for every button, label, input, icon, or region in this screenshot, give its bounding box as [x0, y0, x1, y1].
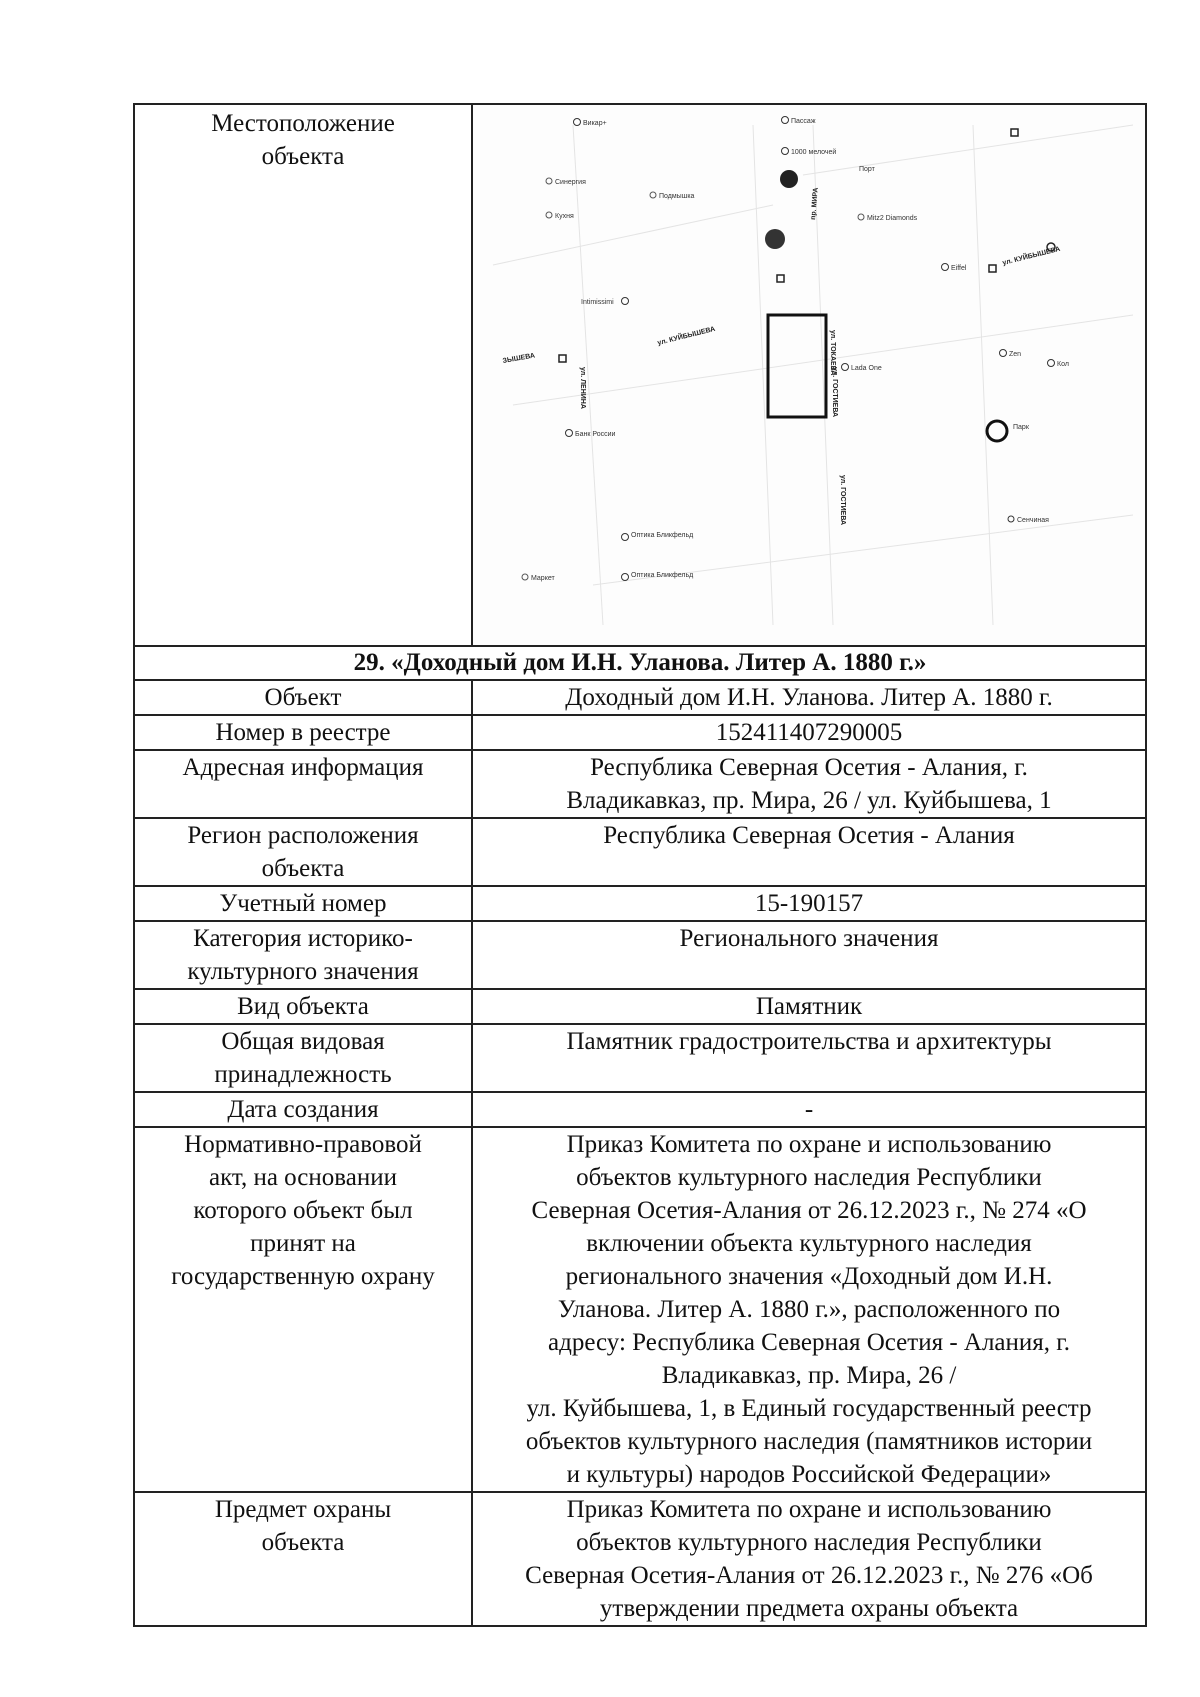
place-label: 1000 мелочей: [791, 148, 836, 156]
row-value: Регионального значения: [679, 925, 939, 952]
row-label: Общая видовая принадлежность: [135, 1025, 473, 1091]
place-label: Оптика Бликфельд: [631, 572, 693, 579]
place-label: Intimissimi: [581, 299, 614, 306]
passport-table: Местоположение объекта ул. КУЙБЫШЕВА ул.…: [133, 103, 1147, 1627]
object-outline: [766, 313, 828, 419]
row-label: Предмет охраны объекта: [135, 1493, 473, 1625]
row-value: Приказ Комитета по охране и использовани…: [525, 1496, 1093, 1622]
table-row: Вид объекта Памятник: [133, 988, 1147, 1023]
place-label: Кол: [1057, 361, 1069, 368]
row-value: Памятник градостроительства и архитектур…: [566, 1028, 1052, 1055]
table-row: Категория историко- культурного значения…: [133, 920, 1147, 988]
street-label: ул. ГОСТИЕВА: [831, 367, 838, 417]
place-label: Банк России: [575, 431, 616, 438]
row-value: Приказ Комитета по охране и использовани…: [525, 1131, 1093, 1488]
row-label: Номер в реестре: [135, 716, 473, 749]
place-label: Подмышка: [659, 193, 695, 200]
place-label: Оптика Бликфельд: [631, 532, 693, 539]
table-row: Объект Доходный дом И.Н. Уланова. Литер …: [133, 679, 1147, 714]
table-row: Предмет охраны объекта Приказ Комитета п…: [133, 1491, 1147, 1627]
place-label: Парк: [1013, 424, 1030, 431]
place-label: Сенчиная: [1017, 517, 1049, 524]
place-label: Пассаж: [791, 118, 816, 125]
map-places: Викар+ Пассаж 1000 мелочей Порт Синергия…: [521, 116, 1069, 582]
place-label: Кухня: [555, 213, 574, 220]
row-label: Регион расположения объекта: [135, 819, 473, 885]
table-row: Номер в реестре 152411407290005: [133, 714, 1147, 749]
row-label: Нормативно-правовой акт, на основании ко…: [135, 1128, 473, 1491]
row-value: 152411407290005: [715, 719, 903, 746]
place-label: Маркет: [531, 575, 555, 582]
street-label: ул. ЛЕНИНА: [579, 367, 586, 409]
row-label: Категория историко- культурного значения: [135, 922, 473, 988]
map-svg: ул. КУЙБЫШЕВА ул. КУЙБЫШЕВА ул. ЛЕНИНА у…: [473, 105, 1145, 645]
section-title-row: 29. «Доходный дом И.Н. Уланова. Литер А.…: [133, 645, 1147, 679]
table-row: Нормативно-правовой акт, на основании ко…: [133, 1126, 1147, 1491]
row-value: Республика Северная Осетия - Алания, г. …: [566, 754, 1052, 814]
place-label: Синергия: [555, 179, 586, 186]
place-label: Lada One: [851, 365, 882, 372]
place-label: Eiffel: [951, 265, 967, 272]
row-label: Адресная информация: [135, 751, 473, 817]
row-value: Республика Северная Осетия - Алания: [603, 822, 1015, 849]
location-map: ул. КУЙБЫШЕВА ул. КУЙБЫШЕВА ул. ЛЕНИНА у…: [473, 105, 1145, 645]
table-row: Дата создания -: [133, 1091, 1147, 1126]
table-row: Общая видовая принадлежность Памятник гр…: [133, 1023, 1147, 1091]
table-row: Учетный номер 15-190157: [133, 885, 1147, 920]
place-label: Порт: [859, 166, 876, 173]
row-label: Учетный номер: [135, 887, 473, 920]
place-label: Викар+: [583, 120, 607, 127]
row-value: -: [804, 1096, 814, 1123]
table-row: Адресная информация Республика Северная …: [133, 749, 1147, 817]
street-label: пр. МИРА: [810, 187, 820, 220]
row-label: Дата создания: [135, 1093, 473, 1126]
place-label: Mitz2 Diamonds: [867, 215, 918, 222]
table-row: Регион расположения объекта Республика С…: [133, 817, 1147, 885]
row-value: Памятник: [755, 993, 863, 1020]
row-value: 15-190157: [754, 890, 864, 917]
place-label: Zen: [1009, 351, 1021, 358]
street-label: ул. ГОСТИЕВА: [839, 475, 846, 525]
location-label: Местоположение объекта: [135, 105, 473, 645]
row-label: Объект: [135, 681, 473, 714]
row-value: Доходный дом И.Н. Уланова. Литер А. 1880…: [565, 684, 1053, 711]
section-title: 29. «Доходный дом И.Н. Уланова. Литер А.…: [353, 649, 927, 676]
row-label: Вид объекта: [135, 990, 473, 1023]
street-label: ул. ТОКАЕВА: [829, 330, 836, 375]
location-row: Местоположение объекта ул. КУЙБЫШЕВА ул.…: [133, 103, 1147, 645]
